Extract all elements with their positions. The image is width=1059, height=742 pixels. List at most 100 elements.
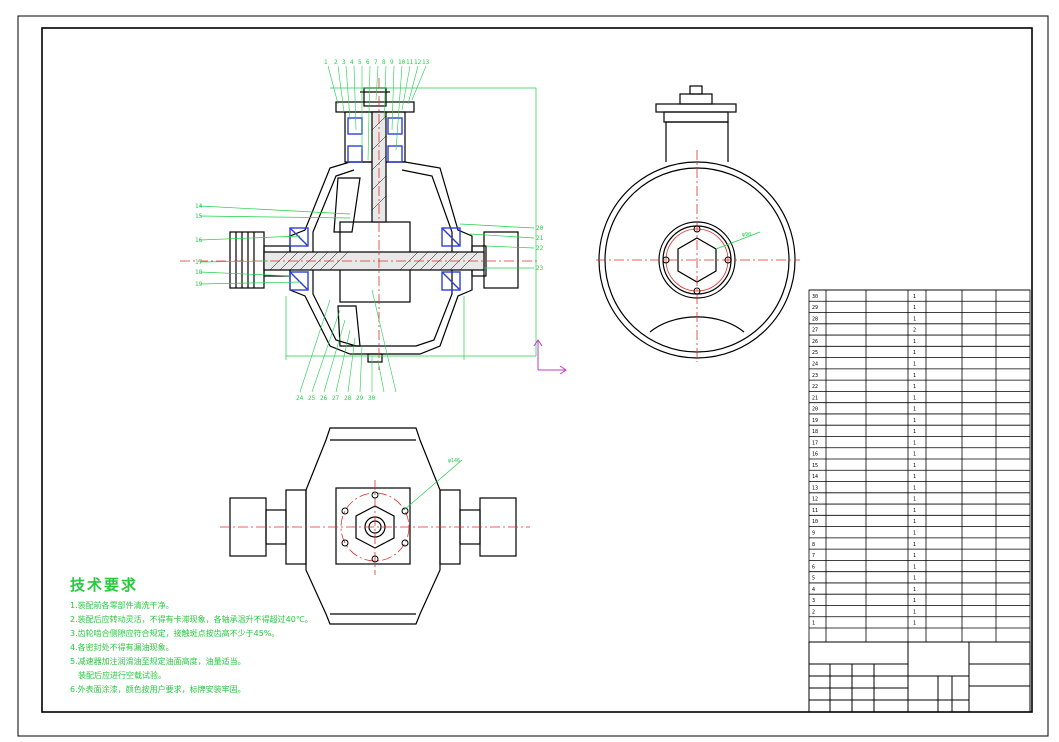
table-cell-no: 6 xyxy=(812,564,815,570)
table-cell-no: 3 xyxy=(812,598,815,604)
table-cell-no: 13 xyxy=(812,485,818,491)
table-cell-no: 10 xyxy=(812,519,818,525)
table-cell-no: 12 xyxy=(812,497,818,503)
svg-text:9: 9 xyxy=(390,59,394,66)
svg-text:4: 4 xyxy=(350,59,354,66)
table-cell-no: 9 xyxy=(812,530,815,536)
side-view-dim-leader xyxy=(715,231,761,250)
table-cell-qty: 1 xyxy=(913,452,916,458)
svg-text:14: 14 xyxy=(195,203,203,210)
table-cell-no: 17 xyxy=(812,440,818,446)
inner-border xyxy=(41,27,1033,713)
svg-text:5: 5 xyxy=(358,59,362,66)
svg-text:12: 12 xyxy=(414,59,422,66)
table-cell-qty: 1 xyxy=(913,598,916,604)
svg-text:1: 1 xyxy=(324,59,328,66)
tech-item-1: 1.装配前各零部件清洗干净。 xyxy=(70,601,174,610)
svg-text:2: 2 xyxy=(334,59,338,66)
table-cell-no: 25 xyxy=(812,350,818,356)
outer-border xyxy=(17,15,1049,737)
svg-text:25: 25 xyxy=(308,395,316,402)
table-cell-no: 20 xyxy=(812,407,818,413)
table-cell-no: 5 xyxy=(812,576,815,582)
balloon-leaders-top xyxy=(327,65,427,161)
svg-text:16: 16 xyxy=(195,237,203,244)
parts-table xyxy=(808,289,1031,643)
side-view-dim-text: φ90 xyxy=(742,232,751,238)
table-cell-qty: 1 xyxy=(913,564,916,570)
table-cell-qty: 1 xyxy=(913,508,916,514)
table-cell-no: 19 xyxy=(812,418,818,424)
table-cell-no: 29 xyxy=(812,305,818,311)
table-cell-no: 21 xyxy=(812,395,818,401)
table-cell-qty: 1 xyxy=(913,350,916,356)
svg-text:10: 10 xyxy=(398,59,406,66)
table-cell-qty: 1 xyxy=(913,440,916,446)
table-cell-qty: 1 xyxy=(913,576,916,582)
table-cell-qty: 1 xyxy=(913,587,916,593)
svg-text:26: 26 xyxy=(320,395,328,402)
table-cell-qty: 1 xyxy=(913,463,916,469)
table-cell-qty: 1 xyxy=(913,373,916,379)
table-cell-qty: 1 xyxy=(913,542,916,548)
svg-text:27: 27 xyxy=(332,395,340,402)
table-cell-qty: 1 xyxy=(913,519,916,525)
table-cell-no: 22 xyxy=(812,384,818,390)
table-cell-no: 11 xyxy=(812,508,818,514)
balloon-leaders-bottom xyxy=(299,289,397,393)
svg-text:3: 3 xyxy=(342,59,346,66)
table-cell-qty: 1 xyxy=(913,474,916,480)
table-cell-qty: 1 xyxy=(913,305,916,311)
svg-text:15: 15 xyxy=(195,213,203,220)
table-cell-qty: 1 xyxy=(913,553,916,559)
table-cell-qty: 1 xyxy=(913,316,916,322)
title-block xyxy=(808,641,1031,713)
table-cell-no: 28 xyxy=(812,316,818,322)
table-cell-no: 7 xyxy=(812,553,815,559)
table-cell-no: 14 xyxy=(812,474,818,480)
top-view-bolt-holes xyxy=(341,491,409,563)
svg-text:7: 7 xyxy=(374,59,378,66)
table-cell-no: 2 xyxy=(812,609,815,615)
table-cell-no: 26 xyxy=(812,339,818,345)
tech-item-5: 5.减速器加注润滑油至规定油面高度，油量适当。 xyxy=(70,657,246,666)
table-cell-qty: 1 xyxy=(913,395,916,401)
svg-text:20: 20 xyxy=(536,225,544,232)
table-cell-qty: 1 xyxy=(913,530,916,536)
svg-text:21: 21 xyxy=(536,235,544,242)
side-view-bolt-holes xyxy=(662,225,732,295)
table-cell-no: 18 xyxy=(812,429,818,435)
svg-text:30: 30 xyxy=(368,395,376,402)
svg-text:11: 11 xyxy=(406,59,414,66)
svg-text:24: 24 xyxy=(296,395,304,402)
svg-text:29: 29 xyxy=(356,395,364,402)
tech-item-5b: 装配后应进行空载试验。 xyxy=(70,671,166,680)
top-view-dim-leader xyxy=(403,459,463,511)
table-cell-no: 4 xyxy=(812,587,815,593)
table-cell-no: 23 xyxy=(812,373,818,379)
svg-text:6: 6 xyxy=(366,59,370,66)
table-cell-qty: 1 xyxy=(913,294,916,300)
ucs-axis-marker xyxy=(533,339,567,375)
tech-item-4: 4.各密封处不得有漏油现象。 xyxy=(70,643,174,652)
table-cell-no: 27 xyxy=(812,328,818,334)
table-cell-qty: 1 xyxy=(913,497,916,503)
svg-text:18: 18 xyxy=(195,269,203,276)
svg-text:8: 8 xyxy=(382,59,386,66)
tech-item-2: 2.装配后应转动灵活，不得有卡滞现象，各轴承温升不得超过40℃。 xyxy=(70,615,313,624)
table-cell-no: 30 xyxy=(812,294,818,300)
table-cell-qty: 1 xyxy=(913,609,916,615)
top-view-centerlines xyxy=(220,480,530,575)
table-cell-no: 15 xyxy=(812,463,818,469)
tech-item-3: 3.齿轮啮合侧隙应符合规定，接触斑点按齿高不少于45%。 xyxy=(70,629,280,638)
table-cell-no: 8 xyxy=(812,542,815,548)
table-cell-no: 1 xyxy=(812,621,815,627)
top-view-dim-text: φ146 xyxy=(448,458,460,464)
technical-requirements: 技术要求 1.装配前各零部件清洗干净。 2.装配后应转动灵活，不得有卡滞现象，各… xyxy=(70,574,570,697)
dimension-lines-front xyxy=(199,87,537,360)
svg-text:23: 23 xyxy=(536,265,544,272)
table-cell-qty: 1 xyxy=(913,339,916,345)
